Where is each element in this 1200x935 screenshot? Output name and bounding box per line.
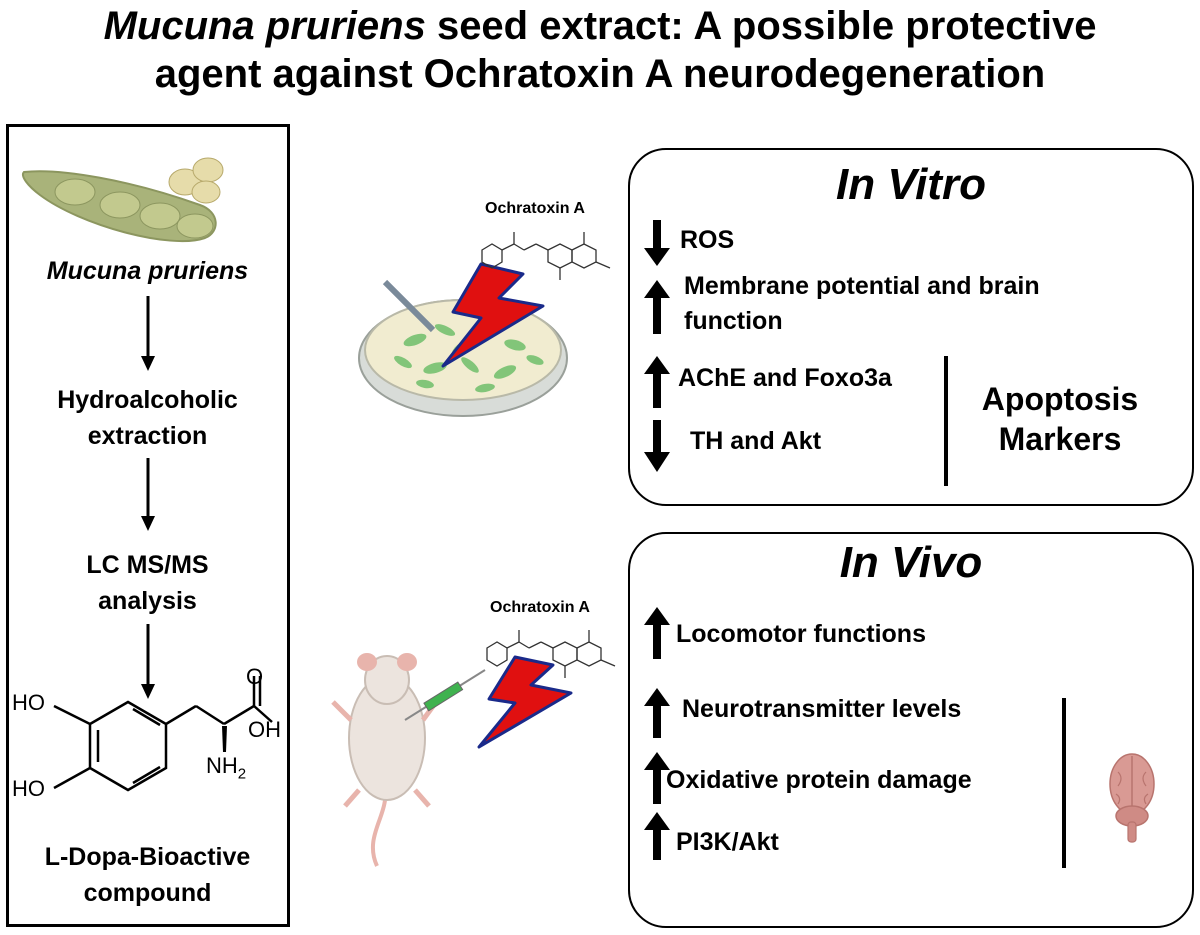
carbonyl-o-label: O <box>246 664 264 689</box>
vivo-item-neurotransmitter: Neurotransmitter levels <box>682 695 962 723</box>
page-title-line-1: Mucuna pruriens seed extract: A possible… <box>0 2 1200 50</box>
title-species: Mucuna pruriens <box>103 4 426 48</box>
mouse-illustration <box>331 653 486 867</box>
ochratoxin-structure-vivo <box>486 630 616 678</box>
in-vitro-title: In Vitro <box>836 160 986 209</box>
in-vivo-box <box>628 532 1194 928</box>
amine-label: NH2 <box>206 753 247 783</box>
down-arrow-icon <box>644 220 670 266</box>
brain-bracket <box>1062 698 1066 868</box>
up-arrow-icon <box>644 356 670 408</box>
vitro-item-ros: ROS <box>680 226 735 254</box>
up-arrow-icon <box>644 688 670 738</box>
up-arrow-icon <box>644 607 670 659</box>
oh-label: OH <box>248 717 281 742</box>
compound-label-line-1: L-Dopa-Bioactive <box>44 843 251 871</box>
up-arrow-icon <box>644 752 670 804</box>
vitro-item-ache: AChE and Foxo3a <box>678 364 892 392</box>
down-arrow-icon <box>644 420 670 472</box>
step-extraction-line-1: Hydroalcoholic <box>57 386 238 414</box>
page-title-line-2: agent against Ochratoxin A neurodegenera… <box>154 52 1046 96</box>
toxin-label-vitro: Ochratoxin A <box>485 200 585 217</box>
vitro-item-membrane-line-2: function <box>684 307 783 335</box>
vivo-item-oxidative: Oxidative protein damage <box>666 766 972 794</box>
up-arrow-icon <box>644 812 670 860</box>
workflow-arrow-3 <box>141 624 155 699</box>
lightning-bolt-vitro <box>441 262 545 368</box>
vitro-item-membrane-line-1: Membrane potential and brain <box>684 272 1040 300</box>
step-analysis-line-2: analysis <box>98 587 197 615</box>
step-extraction-line-2: extraction <box>87 422 208 450</box>
toxin-label-vivo: Ochratoxin A <box>490 599 590 616</box>
workflow-arrow-1 <box>141 296 155 371</box>
brain-icon <box>1109 753 1155 843</box>
workflow-arrow-2 <box>141 458 155 531</box>
apoptosis-label-line-2: Markers <box>998 421 1122 457</box>
step-analysis-line-1: LC MS/MS <box>86 551 209 579</box>
ho-bottom-label: HO <box>12 776 45 801</box>
apoptosis-label-line-1: Apoptosis <box>981 381 1139 417</box>
in-vivo-title: In Vivo <box>839 538 983 587</box>
l-dopa-structure <box>53 676 273 792</box>
compound-label-line-2: compound <box>83 879 212 907</box>
plant-label: Mucuna pruriens <box>46 257 249 285</box>
vitro-item-th: TH and Akt <box>690 427 822 455</box>
seed-pod-illustration <box>22 157 224 242</box>
ho-top-label: HO <box>12 690 45 715</box>
up-arrow-icon <box>644 280 670 334</box>
lightning-bolt-vivo <box>477 655 573 749</box>
title-line-1-rest: seed extract: A possible protective <box>425 4 1097 48</box>
workflow-panel <box>6 124 290 927</box>
vivo-item-locomotor: Locomotor functions <box>676 620 926 648</box>
in-vitro-box <box>628 148 1194 506</box>
ochratoxin-structure-vitro <box>481 232 611 280</box>
apoptosis-bracket <box>944 356 948 486</box>
vivo-item-pi3k: PI3K/Akt <box>676 828 779 856</box>
